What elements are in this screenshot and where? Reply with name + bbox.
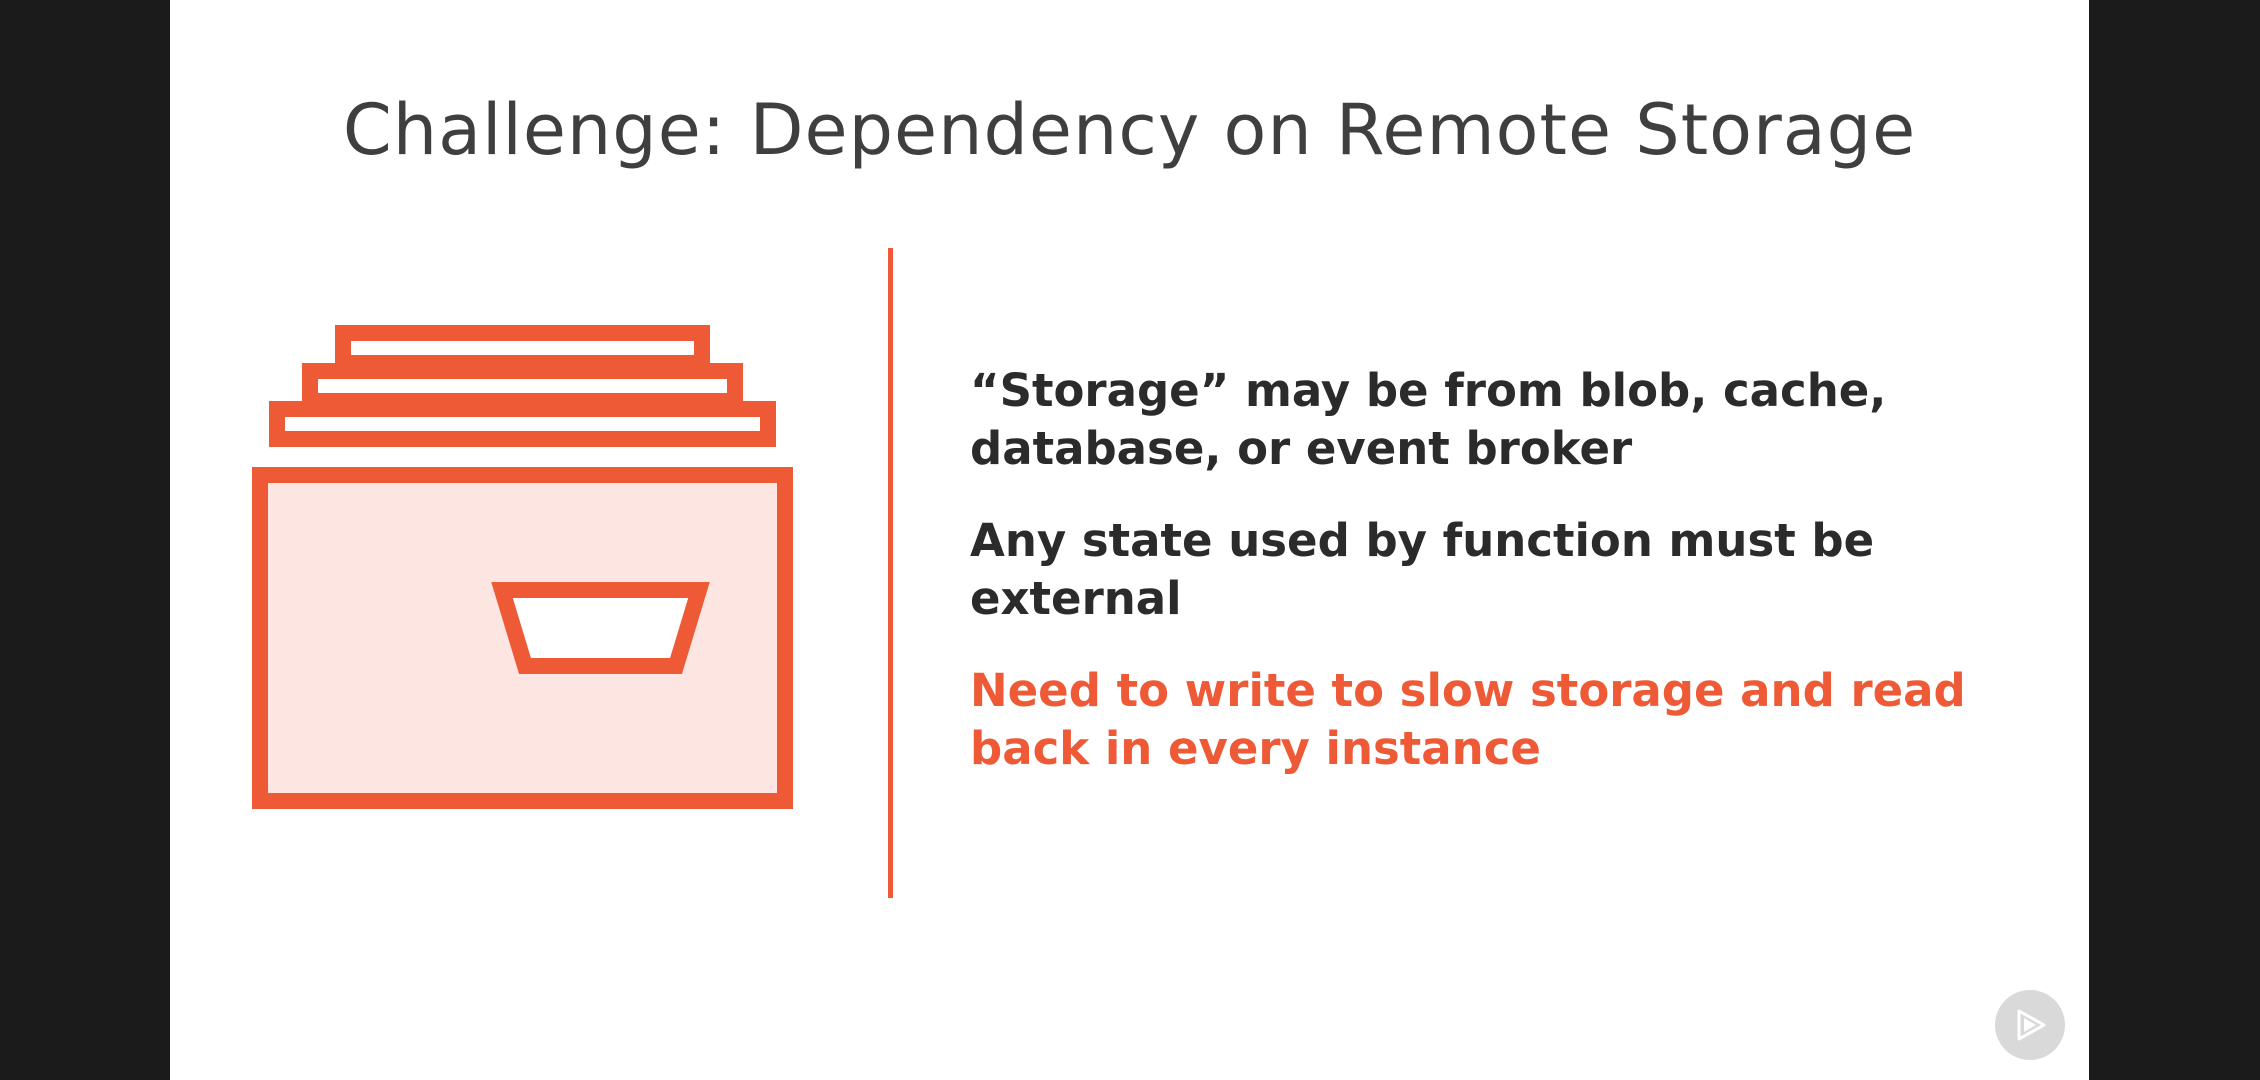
bullet-slow-storage: Need to write to slow storage and read b… xyxy=(970,664,1966,775)
bullet-storage-sources: “Storage” may be from blob, cache, datab… xyxy=(970,364,1887,475)
file-cabinet-drawer-icon xyxy=(250,320,810,820)
bullet-list: “Storage” may be from blob, cache, datab… xyxy=(970,362,1970,812)
player-badge[interactable] xyxy=(1995,990,2065,1060)
slide-title: Challenge: Dependency on Remote Storage xyxy=(342,89,1917,171)
bullet-external-state: Any state used by function must be exter… xyxy=(970,514,1875,625)
vertical-divider xyxy=(888,248,893,898)
pluralsight-play-icon xyxy=(2017,1009,2046,1041)
slide: Challenge: Dependency on Remote Storage … xyxy=(170,0,2089,1080)
